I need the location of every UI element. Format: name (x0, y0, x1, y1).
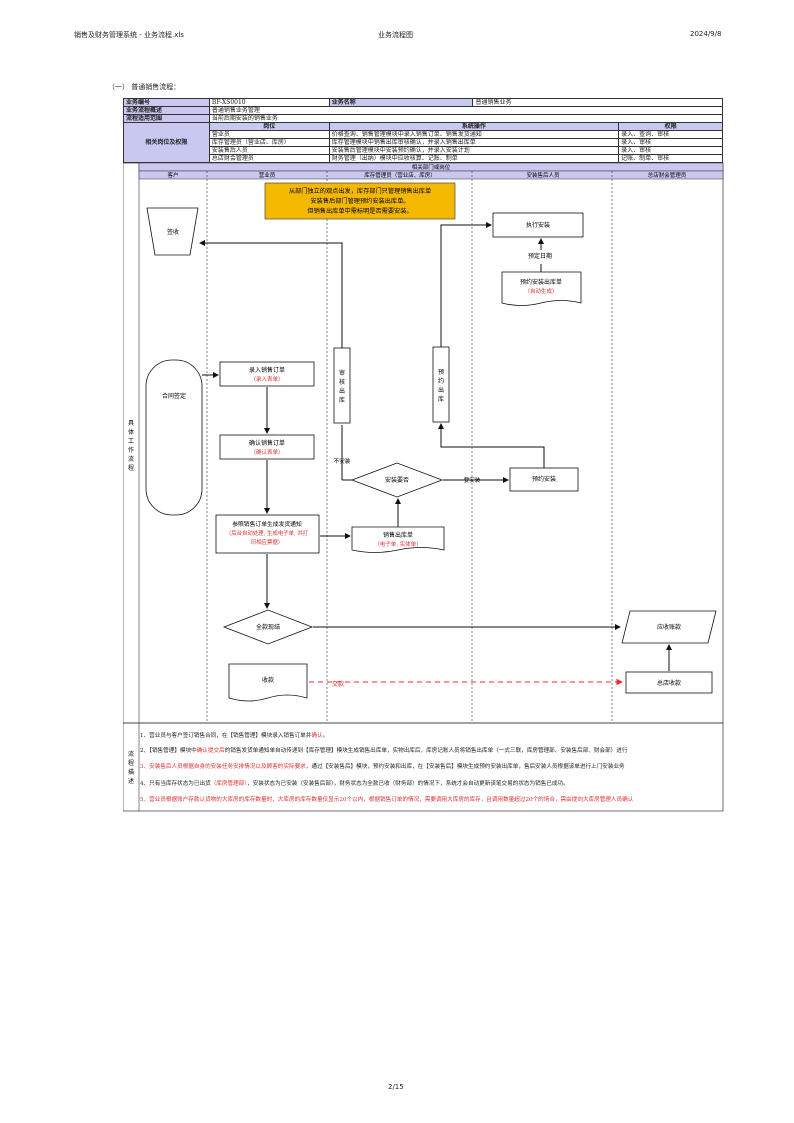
confirm-order-box (219, 434, 315, 460)
sign-label: 签收 (167, 228, 179, 236)
contract-label: 合同签定 (162, 392, 186, 400)
hq-collect-label: 总店收款 (657, 679, 681, 687)
sign-shape (146, 207, 199, 256)
sales-out-doc (351, 526, 445, 553)
hq-collect-box (625, 671, 713, 694)
enter-order-sub: （录入表单） (250, 375, 283, 383)
note-line-2: 2、【销售管理】模块中确认提交后的销售发货单通知单自动传递到【库存管理】模块生成… (140, 748, 628, 754)
sales-out-label: 销售出库单 (383, 531, 413, 539)
lane-stock: 库存管理员（营业店、库房） (364, 171, 436, 179)
lane-sales: 营业员 (259, 171, 276, 179)
dept-header: 相关部门或岗位 (412, 163, 451, 171)
reserve-out-v-label: 预约出库 (438, 368, 444, 403)
gen-notice-sub: 印相应票据） (251, 538, 283, 546)
lane-finance: 总店财会管理员 (648, 171, 687, 179)
install-decision (350, 462, 444, 498)
enter-order-label: 录入销售订单 (249, 366, 285, 374)
handover-label: 交款 (332, 680, 344, 688)
notice-line: 安装售后部门管理预约安装出库单。 (311, 197, 410, 205)
header-title: 业务流程图 (378, 31, 413, 39)
note-line-5: 5、营业员根据账户存款认货物的大库房的库存数量时，大库房的库存数量仅显示20个以… (140, 797, 634, 803)
enter-order-box (219, 361, 315, 387)
reserve-out-label: 预约安装出库单 (520, 278, 562, 286)
role-perm: 记账、制单、审核 (618, 154, 723, 163)
header-file-name: 销售及财务管理系统 - 业务流程.xls (74, 31, 184, 39)
lane-install: 安装售后人员 (526, 171, 560, 179)
receivable-shape (621, 610, 717, 644)
note-line-3: 3、安装售后人员根据自身的安装任务安排情况以及顾客的实际要求，通过【安装售后】模… (140, 764, 625, 770)
notice-box (264, 182, 456, 220)
page-number: 2/15 (388, 1083, 404, 1091)
receivable-label: 应收账款 (657, 623, 681, 631)
book-date-label: 预定日期 (528, 252, 552, 260)
role-row: 总店财会管理员 财务管理（出纳）模块中应收核算、记账、制单 记账、制单、审核 (124, 154, 723, 163)
roles-label: 相关岗位及权限 (123, 122, 210, 163)
contract-shape (145, 359, 203, 516)
reserve-out-doc (501, 271, 582, 306)
collect-doc (228, 663, 308, 702)
audit-out-label: 审核出库 (339, 369, 345, 404)
side-label-work: 具体工作流程 (128, 420, 134, 472)
reserve-out-sub: （自动生成） (524, 287, 557, 295)
header-date: 2024/9/8 (690, 30, 722, 38)
gen-notice-box (215, 514, 320, 554)
side-label-notes: 流程描述 (128, 750, 134, 785)
exec-install-box (492, 212, 584, 238)
confirm-order-label: 确认销售订单 (249, 439, 285, 447)
settle-decision (222, 609, 314, 645)
confirm-order-sub: （确认表单） (250, 448, 283, 456)
flow-connectors (199, 222, 672, 671)
collect-label: 收款 (262, 676, 274, 684)
settle-label: 全款现结 (256, 623, 280, 631)
notice-line: 但销售出库单中需标明是否需要安装。 (307, 207, 412, 215)
notice-line: 从部门独立的观点出发，库存部门只管理销售出库单 (289, 187, 431, 195)
gen-notice-sub: （后台自动处理, 生成电子单, 并打 (226, 529, 309, 537)
sales-out-sub: （电子单, 实体单） (374, 540, 422, 548)
install-decision-label: 安装要否 (385, 476, 409, 484)
note-line-1: 1、营业员与客户签订销售合同，在【销售管理】模块录入销售订单并确认。 (140, 733, 329, 739)
reserve-install-label: 预约安装 (532, 475, 556, 483)
business-meta-table: 业务编号 BF-XS0010 业务名称 普通销售业务 业务流程概述 普通销售业务… (123, 98, 724, 163)
lane-customer: 客户 (167, 171, 178, 179)
side-label: 具体工作流程 流程描述 (128, 420, 134, 785)
lane-headers: 客户 营业员 库存管理员（营业店、库房） 安装售后人员 总店财会管理员 (167, 171, 686, 179)
exec-install-label: 执行安装 (526, 221, 550, 229)
note-line-4: 4、只有当库存状态为已出货（库房管理部），安装状态为已安装（安装售后部），财务状… (140, 781, 569, 787)
section-title: （一） 普通销售流程： (108, 83, 181, 91)
gen-notice-label: 参照销售订单生成发货通知 (232, 520, 302, 528)
role-ops: 财务管理（出纳）模块中应收核算、记账、制单 (328, 154, 620, 163)
process-flowchart: 相关部门或岗位 客户 营业员 库存管理员（营业店、库房） 安装售后人员 总店财会… (123, 162, 724, 812)
